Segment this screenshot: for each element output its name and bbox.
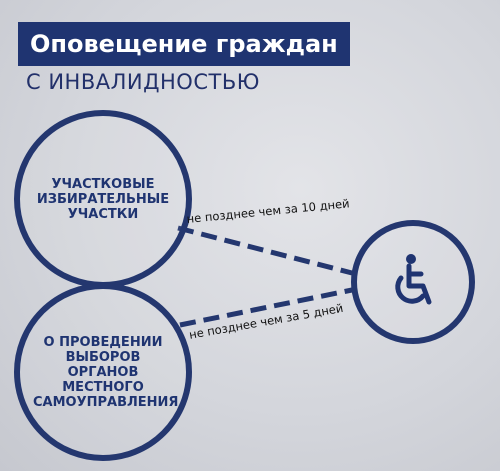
connector-line-10-days bbox=[177, 225, 353, 276]
page-subtitle: С ИНВАЛИДНОСТЬЮ bbox=[26, 70, 260, 94]
node-elections-label: О ПРОВЕДЕНИИ ВЫБОРОВ ОРГАНОВ МЕСТНОГО СА… bbox=[33, 334, 179, 410]
page-title: Оповещение граждан bbox=[30, 30, 338, 58]
node-polling-stations: УЧАСТКОВЫЕ ИЗБИРАТЕЛЬНЫЕ УЧАСТКИ bbox=[14, 110, 192, 288]
node-elections: О ПРОВЕДЕНИИ ВЫБОРОВ ОРГАНОВ МЕСТНОГО СА… bbox=[14, 283, 192, 461]
node-disabled-citizens bbox=[351, 220, 475, 344]
deadline-5-days-label: не позднее чем за 5 дней bbox=[188, 300, 345, 342]
deadline-10-days-label: не позднее чем за 10 дней bbox=[186, 196, 351, 226]
wheelchair-icon bbox=[381, 250, 445, 314]
title-banner: Оповещение граждан bbox=[18, 22, 350, 66]
node-polling-stations-label: УЧАСТКОВЫЕ ИЗБИРАТЕЛЬНЫЕ УЧАСТКИ bbox=[36, 176, 170, 222]
